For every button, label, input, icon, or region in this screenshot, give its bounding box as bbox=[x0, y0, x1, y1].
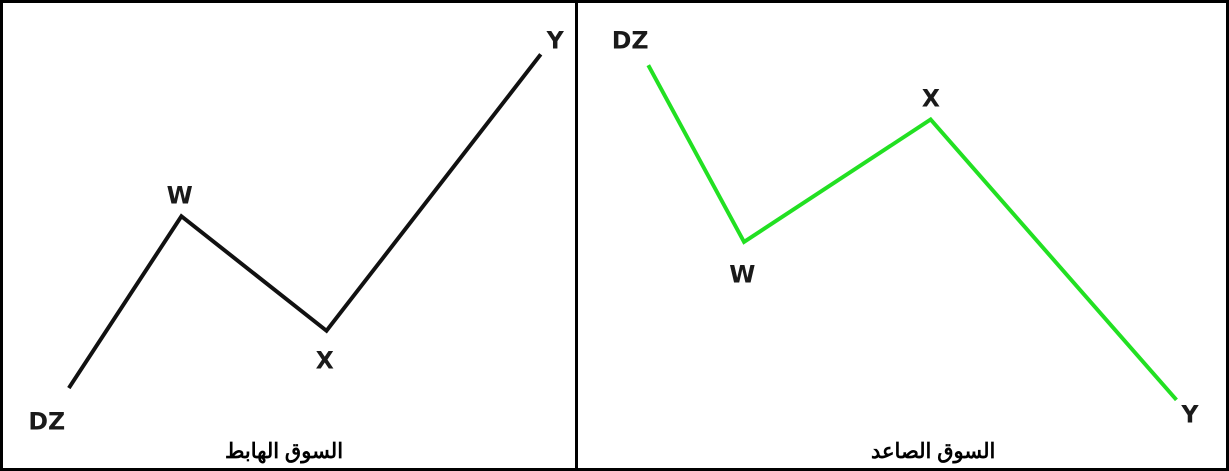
left-diagram: DZ W X Y bbox=[28, 26, 565, 435]
left-label-dz: DZ bbox=[28, 407, 65, 435]
left-caption: السوق الهابط bbox=[225, 440, 344, 463]
right-caption: السوق الصاعد bbox=[871, 440, 996, 463]
right-label-y: Y bbox=[1180, 401, 1199, 429]
left-label-y: Y bbox=[546, 26, 565, 54]
right-diagram: DZ W X Y bbox=[612, 26, 1200, 429]
left-label-w: W bbox=[167, 181, 193, 209]
left-label-x: X bbox=[316, 346, 334, 374]
right-label-x: X bbox=[922, 85, 940, 113]
right-wave-line bbox=[646, 64, 1178, 402]
panel-left: DZ W X Y السوق الهابط bbox=[0, 0, 578, 471]
right-label-dz: DZ bbox=[612, 26, 649, 54]
panel-right: DZ W X Y السوق الصاعد bbox=[575, 0, 1229, 471]
right-label-w: W bbox=[729, 260, 755, 288]
left-wave-line bbox=[67, 53, 543, 390]
